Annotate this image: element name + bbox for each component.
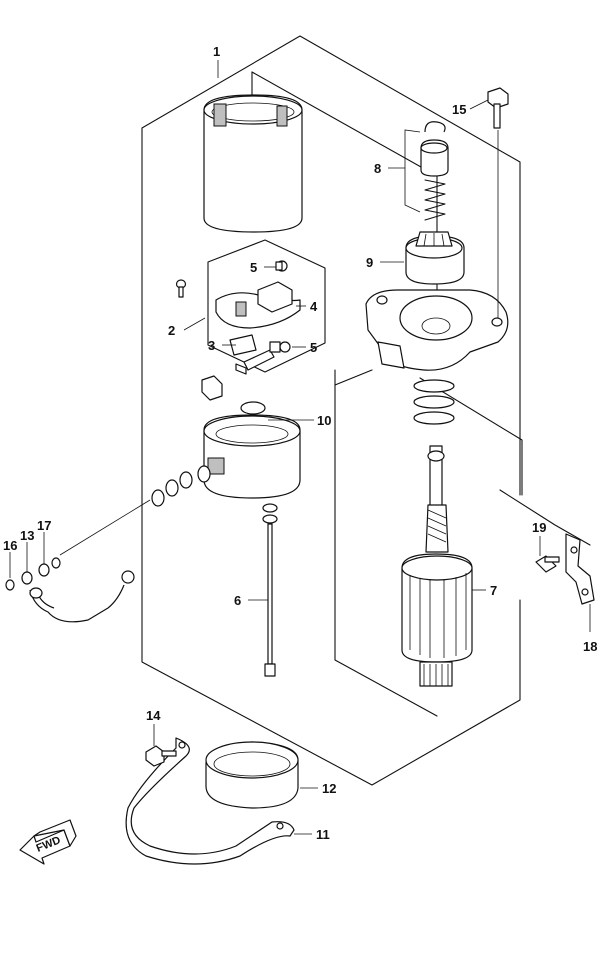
leader-lines (9, 60, 591, 835)
callout-6: 6 (234, 593, 241, 608)
callout-11: 11 (316, 827, 330, 842)
o-rings (413, 379, 455, 425)
through-bolt (262, 503, 278, 677)
callout-5-top: 5 (250, 260, 257, 275)
yoke-housing (203, 94, 303, 233)
callout-17: 17 (37, 518, 51, 533)
brush-holder-boundary (207, 239, 326, 373)
callout-13: 13 (20, 528, 34, 543)
callout-9: 9 (366, 255, 373, 270)
clamp-band (205, 741, 299, 809)
pinion-gear (405, 231, 465, 285)
callout-4: 4 (310, 299, 318, 314)
callout-7: 7 (490, 583, 497, 598)
forward-arrow-icon: FWD (19, 819, 77, 865)
callout-1: 1 (213, 44, 220, 59)
callout-14: 14 (146, 708, 161, 723)
brush-holder (175, 260, 301, 375)
drive-housing (365, 130, 509, 371)
callout-3: 3 (208, 338, 215, 353)
callout-16: 16 (3, 538, 17, 553)
bracket (535, 533, 595, 605)
lead-wire (5, 557, 135, 623)
assembly-boundary (141, 35, 591, 786)
end-frame (203, 414, 301, 499)
pinion-stop-kit (404, 121, 449, 221)
washer-stack (59, 465, 211, 556)
callout-15: 15 (452, 102, 466, 117)
mounting-bolt (487, 87, 509, 129)
callout-8: 8 (374, 161, 381, 176)
callout-5-bottom: 5 (310, 340, 317, 355)
callout-12: 12 (322, 781, 336, 796)
callout-18: 18 (583, 639, 597, 654)
callout-labels: 1 2 3 4 5 5 6 7 8 9 10 11 12 13 14 15 16… (3, 44, 597, 842)
callout-2: 2 (168, 323, 175, 338)
armature (401, 445, 473, 687)
callout-10: 10 (317, 413, 331, 428)
callout-19: 19 (532, 520, 546, 535)
strap (125, 737, 295, 865)
